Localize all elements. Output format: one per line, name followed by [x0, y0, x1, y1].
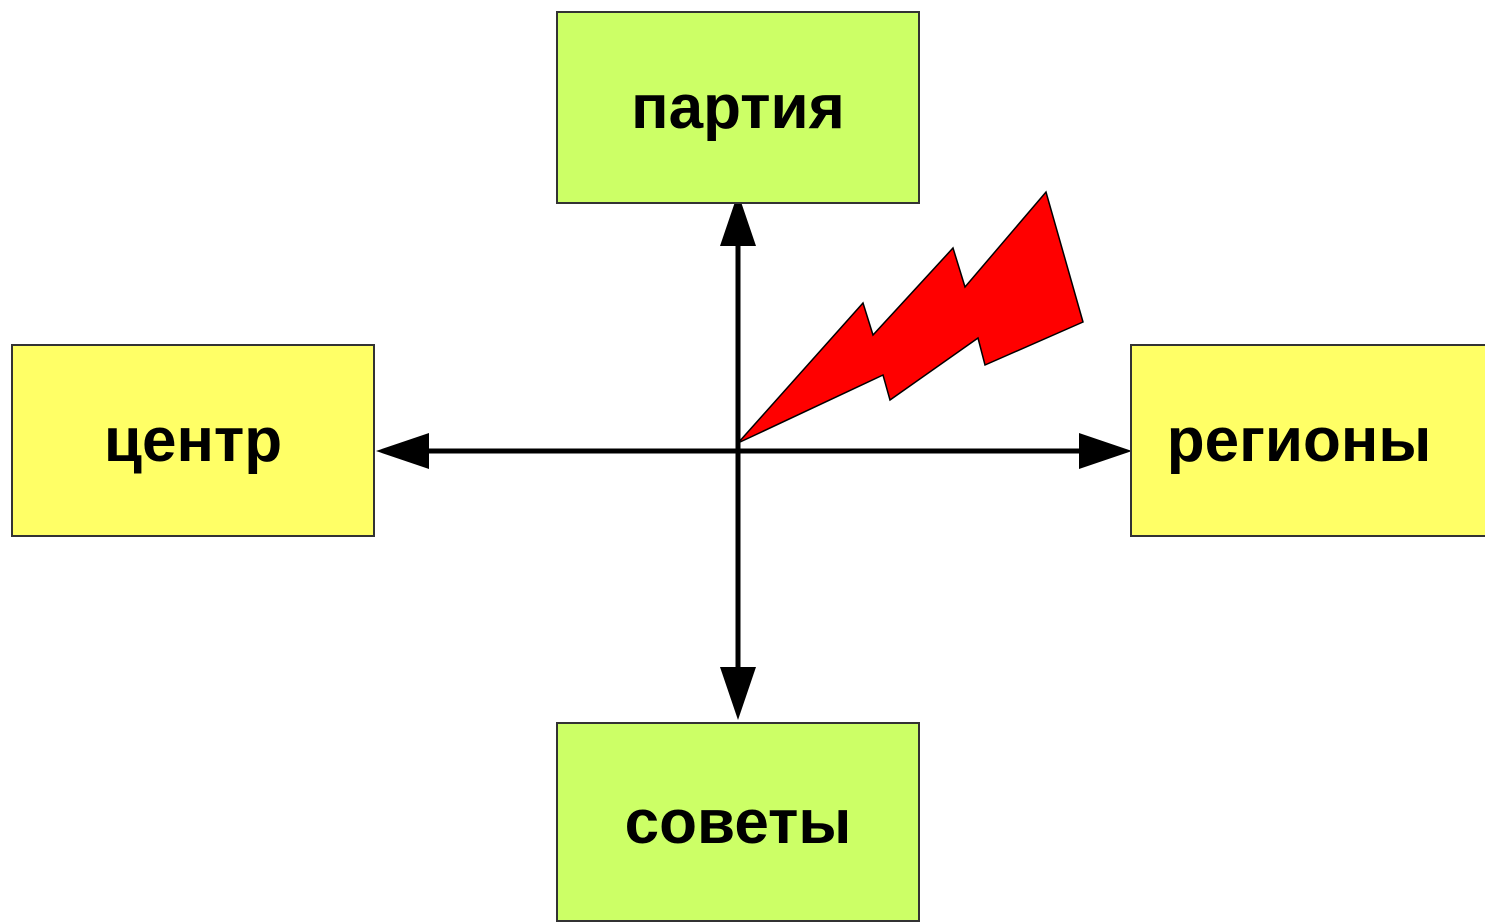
regions-label: регионы: [1166, 406, 1432, 475]
soviets-label: советы: [624, 787, 852, 857]
party-label: партия: [631, 73, 845, 142]
center-label: центр: [103, 406, 283, 475]
arrowhead-up: [720, 193, 756, 246]
arrowhead-right: [1079, 433, 1132, 469]
arrowhead-down: [720, 667, 756, 720]
lightning-bolt-icon: [737, 190, 1084, 444]
party-box: партия: [556, 11, 920, 204]
arrowhead-left: [376, 433, 429, 469]
center-box: центр: [11, 344, 375, 537]
regions-box: регионы: [1130, 344, 1485, 537]
soviets-box: советы: [556, 722, 920, 922]
